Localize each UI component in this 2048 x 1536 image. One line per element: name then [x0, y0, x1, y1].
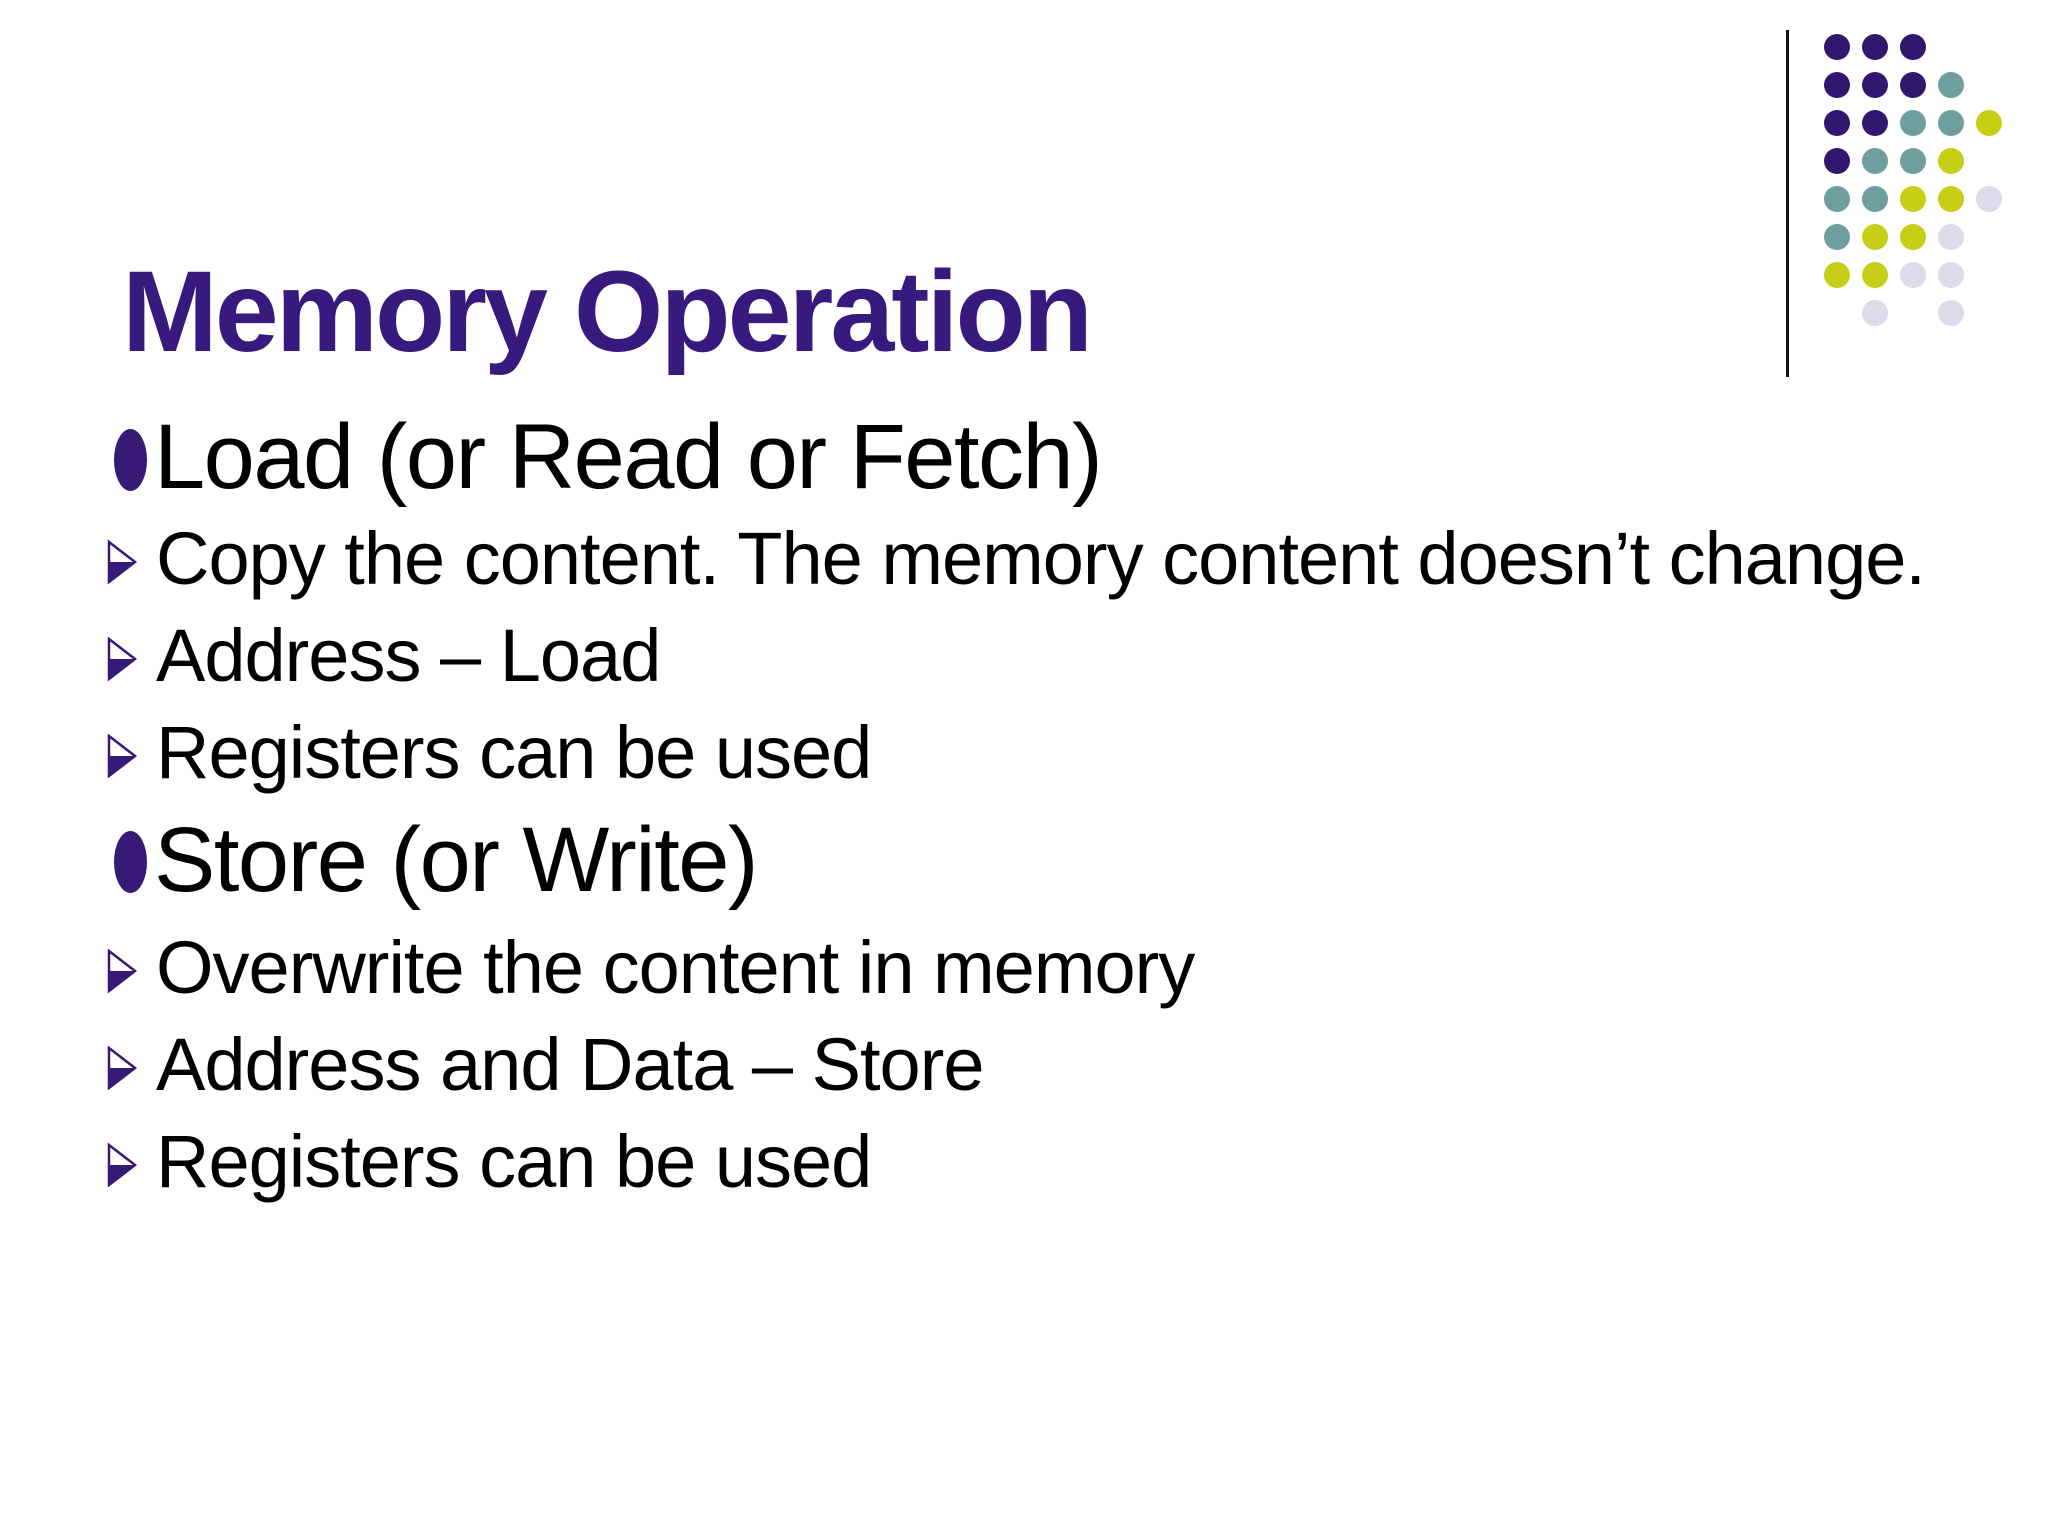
slide-title: Memory Operation — [122, 248, 1093, 377]
decoration-dot — [1824, 148, 1850, 174]
arrow-bullet-icon — [105, 732, 139, 780]
arrow-bullet-glyph — [107, 1044, 138, 1091]
decoration-dot — [1862, 300, 1888, 326]
decoration-dot — [1938, 148, 1964, 174]
decoration-dot — [1862, 262, 1888, 288]
arrow-bullet-icon — [105, 538, 139, 586]
decoration-dot — [1900, 34, 1926, 60]
decoration-dot — [1862, 72, 1888, 98]
decoration-dot — [1824, 224, 1850, 250]
bullet-text: Load (or Read or Fetch) — [154, 406, 1103, 508]
decoration-dot — [1824, 72, 1850, 98]
decoration-dot — [1900, 186, 1926, 212]
decoration-dot — [1862, 110, 1888, 136]
arrow-bullet-glyph — [107, 732, 138, 779]
bullet-text: Address – Load — [156, 614, 661, 697]
bullet-item: Address and Data – Store — [100, 1016, 2000, 1113]
decoration-dot — [1938, 110, 1964, 136]
bullet-text: Overwrite the content in memory — [156, 926, 1195, 1009]
decoration-dot — [1938, 224, 1964, 250]
circle-bullet-icon — [114, 831, 147, 893]
vertical-divider-line — [1786, 30, 1789, 377]
bullet-text: Registers can be used — [156, 711, 872, 794]
bullet-item: Load (or Read or Fetch) — [100, 405, 2000, 510]
bullet-list: Load (or Read or Fetch) Copy the content.… — [100, 405, 2000, 1210]
arrow-bullet-icon — [105, 1044, 139, 1092]
arrow-bullet-glyph — [107, 947, 138, 994]
decoration-dot — [1824, 186, 1850, 212]
decoration-dot — [1824, 262, 1850, 288]
decoration-dot — [1938, 300, 1964, 326]
arrow-bullet-glyph — [107, 538, 138, 585]
decoration-dot — [1824, 110, 1850, 136]
dot-grid-decoration — [1824, 34, 2024, 354]
decoration-dot — [1900, 72, 1926, 98]
decoration-dot — [1862, 186, 1888, 212]
decoration-dot — [1824, 34, 1850, 60]
bullet-text: Copy the content. The memory content doe… — [156, 517, 1926, 600]
decoration-dot — [1976, 186, 2002, 212]
bullet-item: Store (or Write) — [100, 801, 2000, 919]
decoration-dot — [1938, 186, 1964, 212]
decoration-dot — [1900, 148, 1926, 174]
arrow-bullet-icon — [105, 947, 139, 995]
decoration-dot — [1862, 224, 1888, 250]
decoration-dot — [1900, 262, 1926, 288]
decoration-dot — [1976, 110, 2002, 136]
bullet-item: Address – Load — [100, 607, 2000, 704]
arrow-bullet-glyph — [107, 635, 138, 682]
circle-bullet-icon — [114, 428, 147, 491]
arrow-bullet-icon — [105, 1141, 139, 1189]
bullet-text: Address and Data – Store — [156, 1023, 985, 1106]
decoration-dot — [1862, 148, 1888, 174]
decoration-dot — [1938, 262, 1964, 288]
bullet-item: Overwrite the content in memory — [100, 919, 2000, 1016]
bullet-item: Registers can be used — [100, 704, 2000, 801]
arrow-bullet-glyph — [107, 1141, 138, 1188]
decoration-dot — [1900, 110, 1926, 136]
decoration-dot — [1900, 224, 1926, 250]
bullet-text: Store (or Write) — [154, 808, 759, 911]
bullet-text: Registers can be used — [156, 1120, 872, 1203]
bullet-item: Registers can be used — [100, 1113, 2000, 1210]
decoration-dot — [1862, 34, 1888, 60]
decoration-dot — [1938, 72, 1964, 98]
arrow-bullet-icon — [105, 635, 139, 683]
bullet-item: Copy the content. The memory content doe… — [100, 510, 2000, 607]
